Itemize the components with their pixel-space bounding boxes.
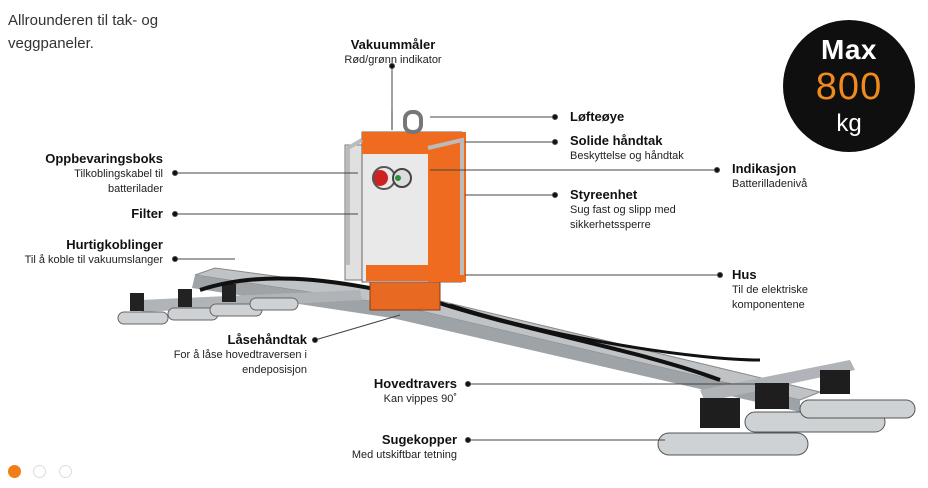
- label-filter: Filter: [18, 206, 163, 222]
- suction-pads-right: [657, 399, 916, 456]
- label-title: Vakuummåler: [350, 37, 436, 52]
- label-title: Solide håndtak: [570, 133, 663, 148]
- label-title: Løfteøye: [570, 109, 625, 124]
- label-title: Indikasjon: [732, 161, 797, 176]
- label-hurtigkoblinger: Hurtigkoblinger Til å koble til vakuumsl…: [10, 237, 163, 268]
- label-desc: Batterilladenivå: [732, 178, 808, 190]
- label-desc: Til de elektriske komponentene: [732, 284, 809, 311]
- badge-unit: kg: [836, 110, 862, 137]
- label-lasehandtak: Låsehåndtak For å låse hovedtraversen i …: [150, 332, 307, 378]
- label-desc: Beskyttelse og håndtak: [570, 150, 684, 162]
- carousel-dot-2[interactable]: [33, 465, 47, 478]
- max-load-badge: Max 800 kg: [783, 20, 915, 152]
- label-desc: Sug fast og slipp med sikkerhetssperre: [570, 204, 676, 231]
- label-desc: Rød/grønn indikator: [344, 54, 442, 66]
- label-desc: Med utskiftbar tetning: [351, 449, 457, 461]
- label-title: Hovedtravers: [373, 376, 457, 391]
- carousel-dot-1[interactable]: [8, 465, 21, 478]
- carousel-dot-3[interactable]: [58, 465, 72, 478]
- carousel-pagination: [8, 465, 80, 483]
- label-sugekopper: Sugekopper Med utskiftbar tetning: [320, 432, 457, 463]
- label-lofteoye: Løfteøye: [570, 109, 624, 125]
- label-title: Styreenhet: [570, 187, 638, 202]
- label-title: Filter: [131, 206, 163, 221]
- label-title: Låsehåndtak: [227, 332, 307, 347]
- label-desc: Kan vippes 90˚: [383, 393, 457, 405]
- label-hovedtravers: Hovedtravers Kan vippes 90˚: [330, 376, 457, 407]
- label-solide-handtak: Solide håndtak Beskyttelse og håndtak: [570, 133, 684, 164]
- label-title: Hus: [732, 267, 757, 282]
- label-title: Oppbevaringsboks: [45, 151, 163, 166]
- label-hus: Hus Til de elektriske komponentene: [732, 267, 832, 313]
- label-title: Sugekopper: [381, 432, 457, 447]
- label-vakuummaler: Vakuummåler Rød/grønn indikator: [338, 37, 448, 68]
- label-styreenhet: Styreenhet Sug fast og slipp med sikkerh…: [570, 187, 705, 233]
- label-indikasjon: Indikasjon Batterilladenivå: [732, 161, 807, 192]
- label-title: Hurtigkoblinger: [66, 237, 163, 252]
- label-oppbevaringsboks: Oppbevaringsboks Tilkoblingskabel til ba…: [18, 151, 163, 197]
- suction-pads-left: [117, 297, 299, 325]
- label-desc: For å låse hovedtraversen i endeposisjon: [173, 349, 307, 376]
- badge-max-label: Max: [821, 34, 877, 65]
- label-desc: Tilkoblingskabel til batterilader: [74, 168, 163, 195]
- badge-value: 800: [815, 66, 883, 108]
- intro-text: Allrounderen til tak- og veggpaneler.: [8, 12, 159, 52]
- label-desc: Til å koble til vakuumslanger: [24, 254, 163, 266]
